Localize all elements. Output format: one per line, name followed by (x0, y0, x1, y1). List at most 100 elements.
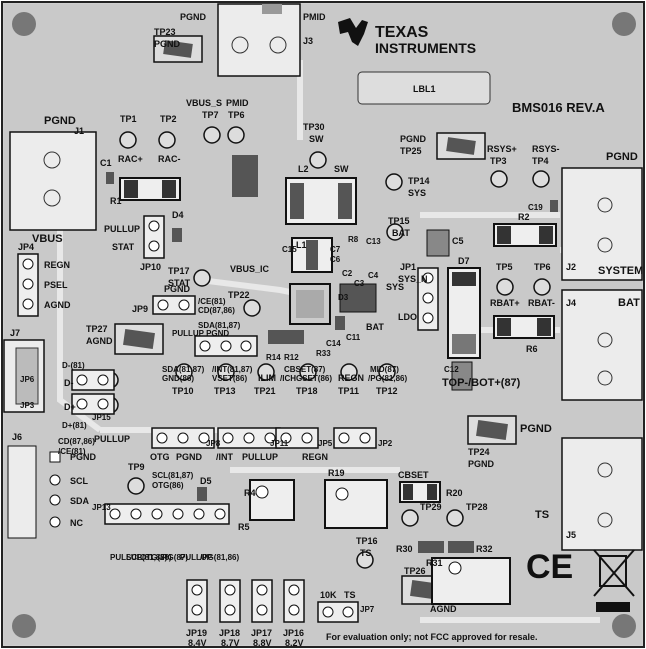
svg-text:D-: D- (64, 378, 74, 388)
tp17[interactable] (193, 269, 211, 287)
svg-text:C11: C11 (346, 333, 361, 342)
tp4[interactable] (532, 170, 550, 188)
svg-text:LDO: LDO (398, 312, 417, 322)
svg-text:TP16: TP16 (356, 536, 378, 546)
connector-j6[interactable]: J6 PGND SCL SDA NC (7, 432, 97, 539)
jp18-header[interactable] (219, 579, 241, 623)
connector-j4[interactable]: BAT J4 (561, 289, 643, 401)
svg-text:TP22: TP22 (228, 290, 250, 300)
svg-text:/INT(81,87): /INT(81,87) (212, 365, 253, 374)
tp3[interactable] (490, 170, 508, 188)
svg-text:R20: R20 (446, 488, 463, 498)
tp11[interactable] (340, 363, 358, 381)
tp13[interactable] (217, 363, 235, 381)
jp8-header[interactable] (151, 427, 215, 449)
jp7-header[interactable] (317, 601, 359, 623)
svg-text:JP13: JP13 (92, 503, 111, 512)
svg-text:SDA(81,87): SDA(81,87) (198, 321, 241, 330)
tp12[interactable] (378, 363, 396, 381)
tp25-pad[interactable] (436, 132, 486, 160)
svg-text:CD(87,86): CD(87,86) (58, 437, 95, 446)
jp1-sys-header[interactable] (417, 267, 439, 331)
svg-text:VBUS_S: VBUS_S (186, 98, 222, 108)
svg-text:R19: R19 (328, 468, 345, 478)
tp16[interactable] (356, 551, 374, 569)
svg-text:TP17: TP17 (168, 266, 190, 276)
pot-r31[interactable] (431, 557, 511, 605)
svg-text:TP10: TP10 (172, 386, 194, 396)
connector-j3[interactable]: PGND PMID J3 (180, 3, 326, 77)
svg-text:STAT: STAT (112, 242, 135, 252)
jp3-header[interactable] (71, 393, 115, 415)
tp6a[interactable] (227, 126, 245, 144)
svg-text:PMID: PMID (226, 98, 249, 108)
jp9-header[interactable] (152, 295, 196, 315)
svg-text:PGND: PGND (176, 452, 203, 462)
jp17-header[interactable] (251, 579, 273, 623)
jp13-header[interactable] (104, 503, 230, 525)
svg-text:C3: C3 (354, 279, 365, 288)
svg-text:SYS: SYS (408, 188, 426, 198)
tp1[interactable] (119, 131, 137, 149)
svg-text:TP7: TP7 (202, 110, 219, 120)
tp6b[interactable] (533, 278, 551, 296)
tp14[interactable] (385, 173, 403, 191)
svg-text:BAT: BAT (618, 297, 640, 309)
svg-text:BAT: BAT (392, 228, 410, 238)
pot-r19[interactable] (324, 479, 388, 529)
connector-j2[interactable]: PGND J2 SYSTEM (561, 151, 643, 281)
brand-line1: TEXAS (375, 24, 429, 41)
tp28[interactable] (446, 509, 464, 527)
svg-text:TS: TS (360, 548, 372, 558)
tp29[interactable] (401, 509, 419, 527)
svg-text:/ICHGSET(86): /ICHGSET(86) (280, 374, 332, 383)
tp30[interactable] (309, 151, 327, 169)
svg-text:C12: C12 (444, 365, 459, 374)
tp2[interactable] (158, 131, 176, 149)
jp16-header[interactable] (283, 579, 305, 623)
svg-text:VSET(86): VSET(86) (212, 374, 247, 383)
svg-text:J3: J3 (303, 36, 313, 46)
tp18[interactable] (299, 363, 317, 381)
svg-text:PGND: PGND (70, 452, 97, 462)
svg-text:C2: C2 (342, 269, 353, 278)
jp19-header[interactable] (186, 579, 208, 623)
jp5-header[interactable] (275, 427, 319, 449)
tp22[interactable] (243, 299, 261, 317)
svg-text:JP18: JP18 (219, 628, 240, 638)
tp21[interactable] (257, 363, 275, 381)
svg-text:SYS: SYS (386, 282, 404, 292)
jp2-header[interactable] (333, 427, 377, 449)
jp11-header[interactable] (217, 427, 281, 449)
tp5[interactable] (496, 278, 514, 296)
svg-text:AGND: AGND (86, 336, 113, 346)
components (106, 155, 558, 553)
tp7[interactable] (203, 126, 221, 144)
jp4-header[interactable] (17, 253, 39, 317)
svg-text:SYSTEM: SYSTEM (598, 265, 643, 277)
connector-j7[interactable]: J7 (3, 328, 45, 413)
svg-text:SCL: SCL (70, 476, 89, 486)
connector-j1[interactable]: PGND J1 VBUS (9, 115, 97, 245)
tp10[interactable] (175, 363, 193, 381)
svg-text:SW: SW (309, 134, 324, 144)
tp9[interactable] (127, 477, 145, 495)
svg-text:J6: J6 (12, 432, 22, 442)
resistor-r32 (448, 541, 474, 553)
tp15[interactable] (386, 223, 404, 241)
svg-text:GND(86): GND(86) (162, 374, 194, 383)
svg-text:R33: R33 (316, 349, 331, 358)
jp-sda-header[interactable] (194, 335, 258, 357)
svg-text:TP11: TP11 (338, 386, 359, 396)
svg-text:D7: D7 (458, 256, 470, 266)
connector-j5[interactable]: PGND TS J5 (520, 423, 643, 551)
svg-text:JP15: JP15 (92, 413, 111, 422)
svg-text:TP30: TP30 (303, 122, 325, 132)
jp10-header[interactable] (143, 215, 165, 259)
jp6-header[interactable] (71, 369, 115, 391)
svg-text:J4: J4 (566, 298, 576, 308)
svg-text:D+(81): D+(81) (62, 421, 87, 430)
pot-r4[interactable] (249, 479, 295, 521)
svg-text:PULLUP PGND: PULLUP PGND (172, 329, 229, 338)
svg-text:L1: L1 (296, 240, 307, 250)
